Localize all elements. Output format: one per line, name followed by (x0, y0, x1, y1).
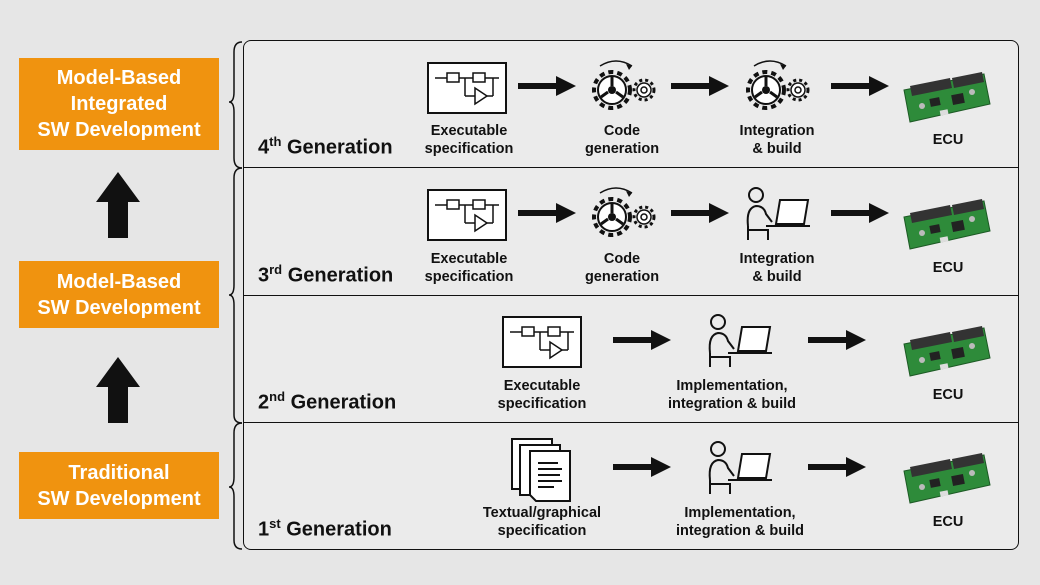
stage-box-model-based-integrated: Model-Based Integrated SW Development (19, 58, 219, 150)
step-label: Integration & build (739, 251, 815, 285)
step-label: ECU (932, 132, 964, 148)
step-label: Executable specification (424, 251, 514, 285)
curly-brace-icon (228, 41, 243, 550)
step-label: ECU (932, 514, 964, 530)
stage-box-traditional: Traditional SW Development (19, 452, 219, 519)
stage-box-model-based: Model-Based SW Development (19, 261, 219, 328)
gears-icon (740, 56, 812, 116)
step-label: ECU (932, 387, 964, 403)
ecu-board-icon (900, 322, 992, 382)
right-arrow-icon (831, 203, 889, 223)
step-label: Textual/graphical specification (482, 505, 602, 539)
right-arrow-icon (613, 457, 671, 477)
step-label: Executable specification (424, 123, 514, 157)
step-label: Code generation (584, 123, 660, 157)
person-at-computer-icon (742, 186, 812, 242)
gears-icon (586, 183, 658, 243)
generation-4-panel (243, 40, 1019, 168)
step-label: Implementation, integration & build (675, 505, 805, 539)
person-at-computer-icon (704, 313, 774, 369)
step-label: Executable specification (497, 378, 587, 412)
right-arrow-icon (518, 76, 576, 96)
step-label: Integration & build (739, 123, 815, 157)
right-arrow-icon (671, 76, 729, 96)
right-arrow-icon (671, 203, 729, 223)
right-arrow-icon (808, 457, 866, 477)
block-diagram-icon (502, 316, 582, 368)
ecu-board-icon (900, 449, 992, 509)
right-arrow-icon (518, 203, 576, 223)
right-arrow-icon (613, 330, 671, 350)
generation-1-panel (243, 422, 1019, 550)
ecu-board-icon (900, 68, 992, 128)
generation-4-title: 4th Generation (258, 134, 393, 159)
right-arrow-icon (831, 76, 889, 96)
block-diagram-icon (427, 62, 507, 114)
up-arrow-icon (96, 172, 140, 238)
ecu-board-icon (900, 195, 992, 255)
generation-3-panel (243, 167, 1019, 296)
block-diagram-icon (427, 189, 507, 241)
gears-icon (586, 56, 658, 116)
generation-3-title: 3rd Generation (258, 262, 394, 287)
up-arrow-icon (96, 357, 140, 423)
right-arrow-icon (808, 330, 866, 350)
generation-1-title: 1st Generation (258, 516, 392, 541)
step-label: Implementation, integration & build (667, 378, 797, 412)
generation-2-title: 2nd Generation (258, 389, 397, 414)
documents-icon (510, 437, 574, 503)
step-label: Code generation (584, 251, 660, 285)
person-at-computer-icon (704, 440, 774, 496)
step-label: ECU (932, 260, 964, 276)
